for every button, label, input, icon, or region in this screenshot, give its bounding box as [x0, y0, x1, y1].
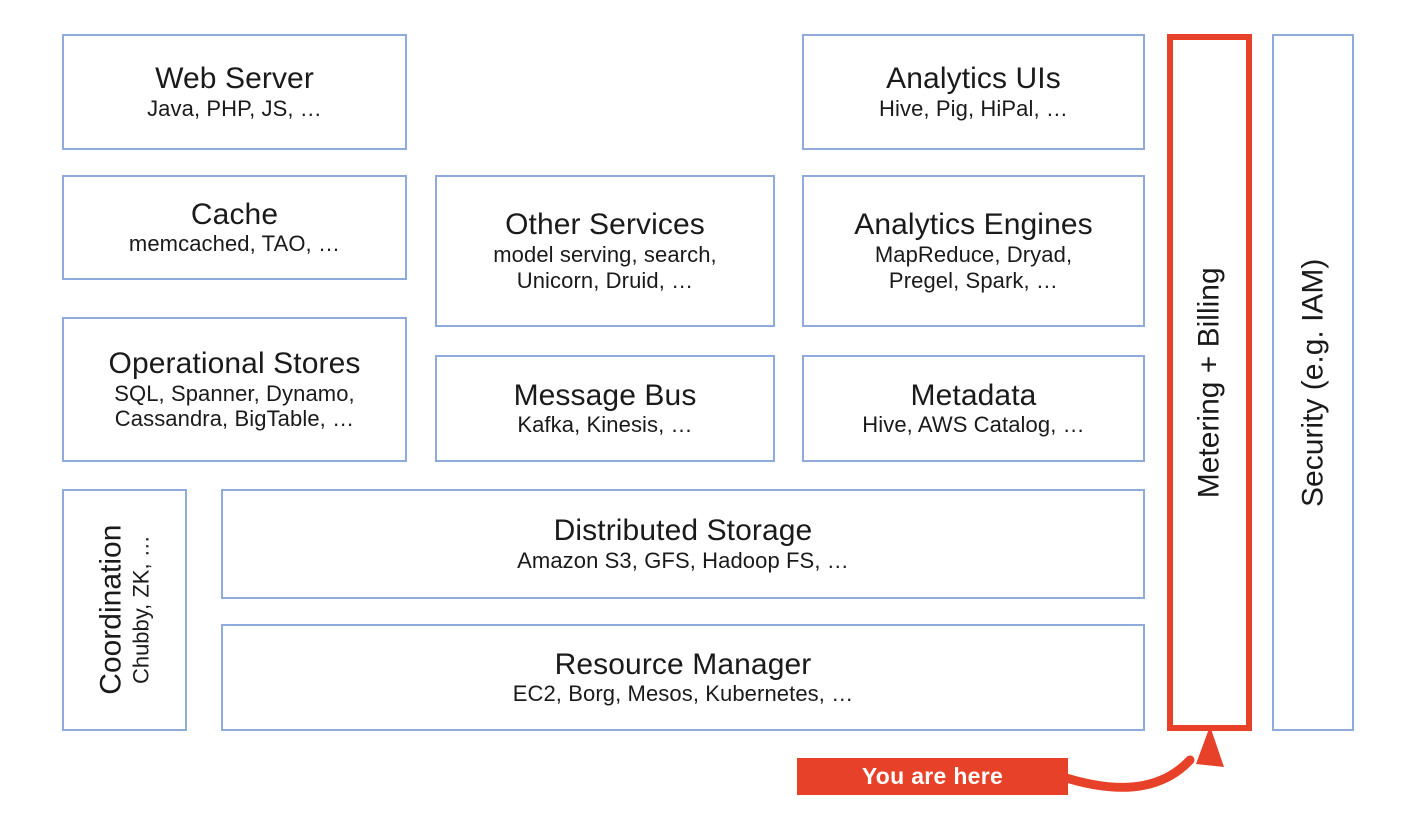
box-operational-stores[interactable]: Operational Stores SQL, Spanner, Dynamo,…	[62, 317, 407, 462]
box-title: Metering + Billing	[1192, 267, 1226, 498]
box-subtitle: Amazon S3, GFS, Hadoop FS, …	[517, 547, 849, 573]
rotated-text-group: Coordination Chubby, ZK, …	[95, 525, 154, 695]
you-are-here-badge: You are here	[797, 758, 1068, 795]
rotated-text-group: Metering + Billing	[1193, 267, 1227, 498]
box-subtitle: Hive, Pig, HiPal, …	[879, 95, 1068, 121]
box-distributed-storage[interactable]: Distributed Storage Amazon S3, GFS, Hado…	[221, 489, 1145, 599]
box-title: Security (e.g. IAM)	[1296, 258, 1330, 507]
box-resource-manager[interactable]: Resource Manager EC2, Borg, Mesos, Kuber…	[221, 624, 1145, 731]
box-other-services[interactable]: Other Services model serving, search, Un…	[435, 175, 775, 327]
box-title: Analytics UIs	[886, 62, 1061, 96]
box-title: Coordination	[94, 524, 128, 696]
box-subtitle: SQL, Spanner, Dynamo, Cassandra, BigTabl…	[114, 380, 355, 432]
box-subtitle: model serving, search, Unicorn, Druid, …	[493, 242, 717, 293]
box-subtitle: EC2, Borg, Mesos, Kubernetes, …	[512, 681, 854, 707]
you-are-here-label: You are here	[861, 763, 1004, 789]
rotated-text-group: Security (e.g. IAM)	[1296, 258, 1330, 506]
box-subtitle: Chubby, ZK, …	[128, 535, 154, 685]
box-coordination[interactable]: Coordination Chubby, ZK, …	[62, 489, 187, 731]
box-subtitle: memcached, TAO, …	[128, 231, 341, 257]
box-title: Other Services	[505, 208, 705, 242]
box-title: Analytics Engines	[854, 208, 1093, 242]
box-subtitle: Java, PHP, JS, …	[147, 95, 322, 121]
box-subtitle: MapReduce, Dryad, Pregel, Spark, …	[874, 242, 1073, 293]
box-metadata[interactable]: Metadata Hive, AWS Catalog, …	[802, 355, 1145, 462]
box-metering-billing[interactable]: Metering + Billing	[1167, 34, 1252, 731]
box-title: Operational Stores	[108, 346, 361, 380]
you-are-here-arrow-icon	[1055, 726, 1224, 792]
box-subtitle: Kafka, Kinesis, …	[517, 412, 693, 438]
box-analytics-uis[interactable]: Analytics UIs Hive, Pig, HiPal, …	[802, 34, 1145, 150]
box-title: Message Bus	[513, 378, 697, 412]
box-message-bus[interactable]: Message Bus Kafka, Kinesis, …	[435, 355, 775, 462]
box-title: Cache	[190, 197, 279, 231]
box-subtitle: Hive, AWS Catalog, …	[862, 412, 1085, 438]
box-web-server[interactable]: Web Server Java, PHP, JS, …	[62, 34, 407, 150]
box-title: Resource Manager	[554, 647, 812, 681]
box-title: Distributed Storage	[553, 514, 813, 548]
box-title: Web Server	[155, 62, 314, 96]
box-title: Metadata	[910, 378, 1037, 412]
box-analytics-engines[interactable]: Analytics Engines MapReduce, Dryad, Preg…	[802, 175, 1145, 327]
box-cache[interactable]: Cache memcached, TAO, …	[62, 175, 407, 280]
box-security[interactable]: Security (e.g. IAM)	[1272, 34, 1354, 731]
